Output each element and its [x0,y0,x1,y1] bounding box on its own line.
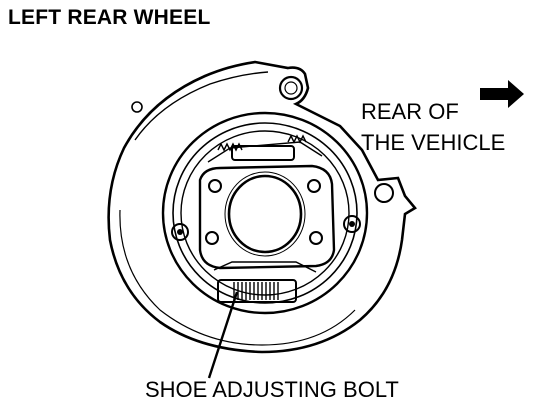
diagram-title: LEFT REAR WHEEL [8,6,211,29]
callout-leader-line [207,291,239,379]
shoe-adjuster-body [217,279,297,303]
adjuster-star-wheel [233,282,279,300]
right-mount-hole [374,183,394,203]
shoe-ring-outer [161,111,369,315]
backing-plate-outline [107,60,417,354]
shoe-ring-inner [180,130,350,296]
axle-flange [198,164,336,270]
upper-mount-hole [278,75,304,101]
upper-anchor [231,145,295,161]
plate-bolt-upper-left [131,101,143,113]
hold-down-pin-right [343,215,361,233]
backing-plate-inner-line [134,71,269,141]
lower-return-spring [213,261,317,273]
axle-center-bore [227,174,303,254]
shoe-adjusting-bolt-label: SHOE ADJUSTING BOLT [145,377,399,402]
hold-down-pin-left [171,223,189,241]
flange-bolt-2 [307,179,321,193]
flange-bolt-4 [309,231,323,245]
backing-plate-lower-line [119,209,356,346]
arrow-right-icon [480,80,524,108]
direction-label-line1: REAR OF [361,99,459,124]
direction-label-line2: THE VEHICLE [361,130,506,155]
flange-bolt-3 [205,231,219,245]
flange-bolt-1 [208,179,222,193]
